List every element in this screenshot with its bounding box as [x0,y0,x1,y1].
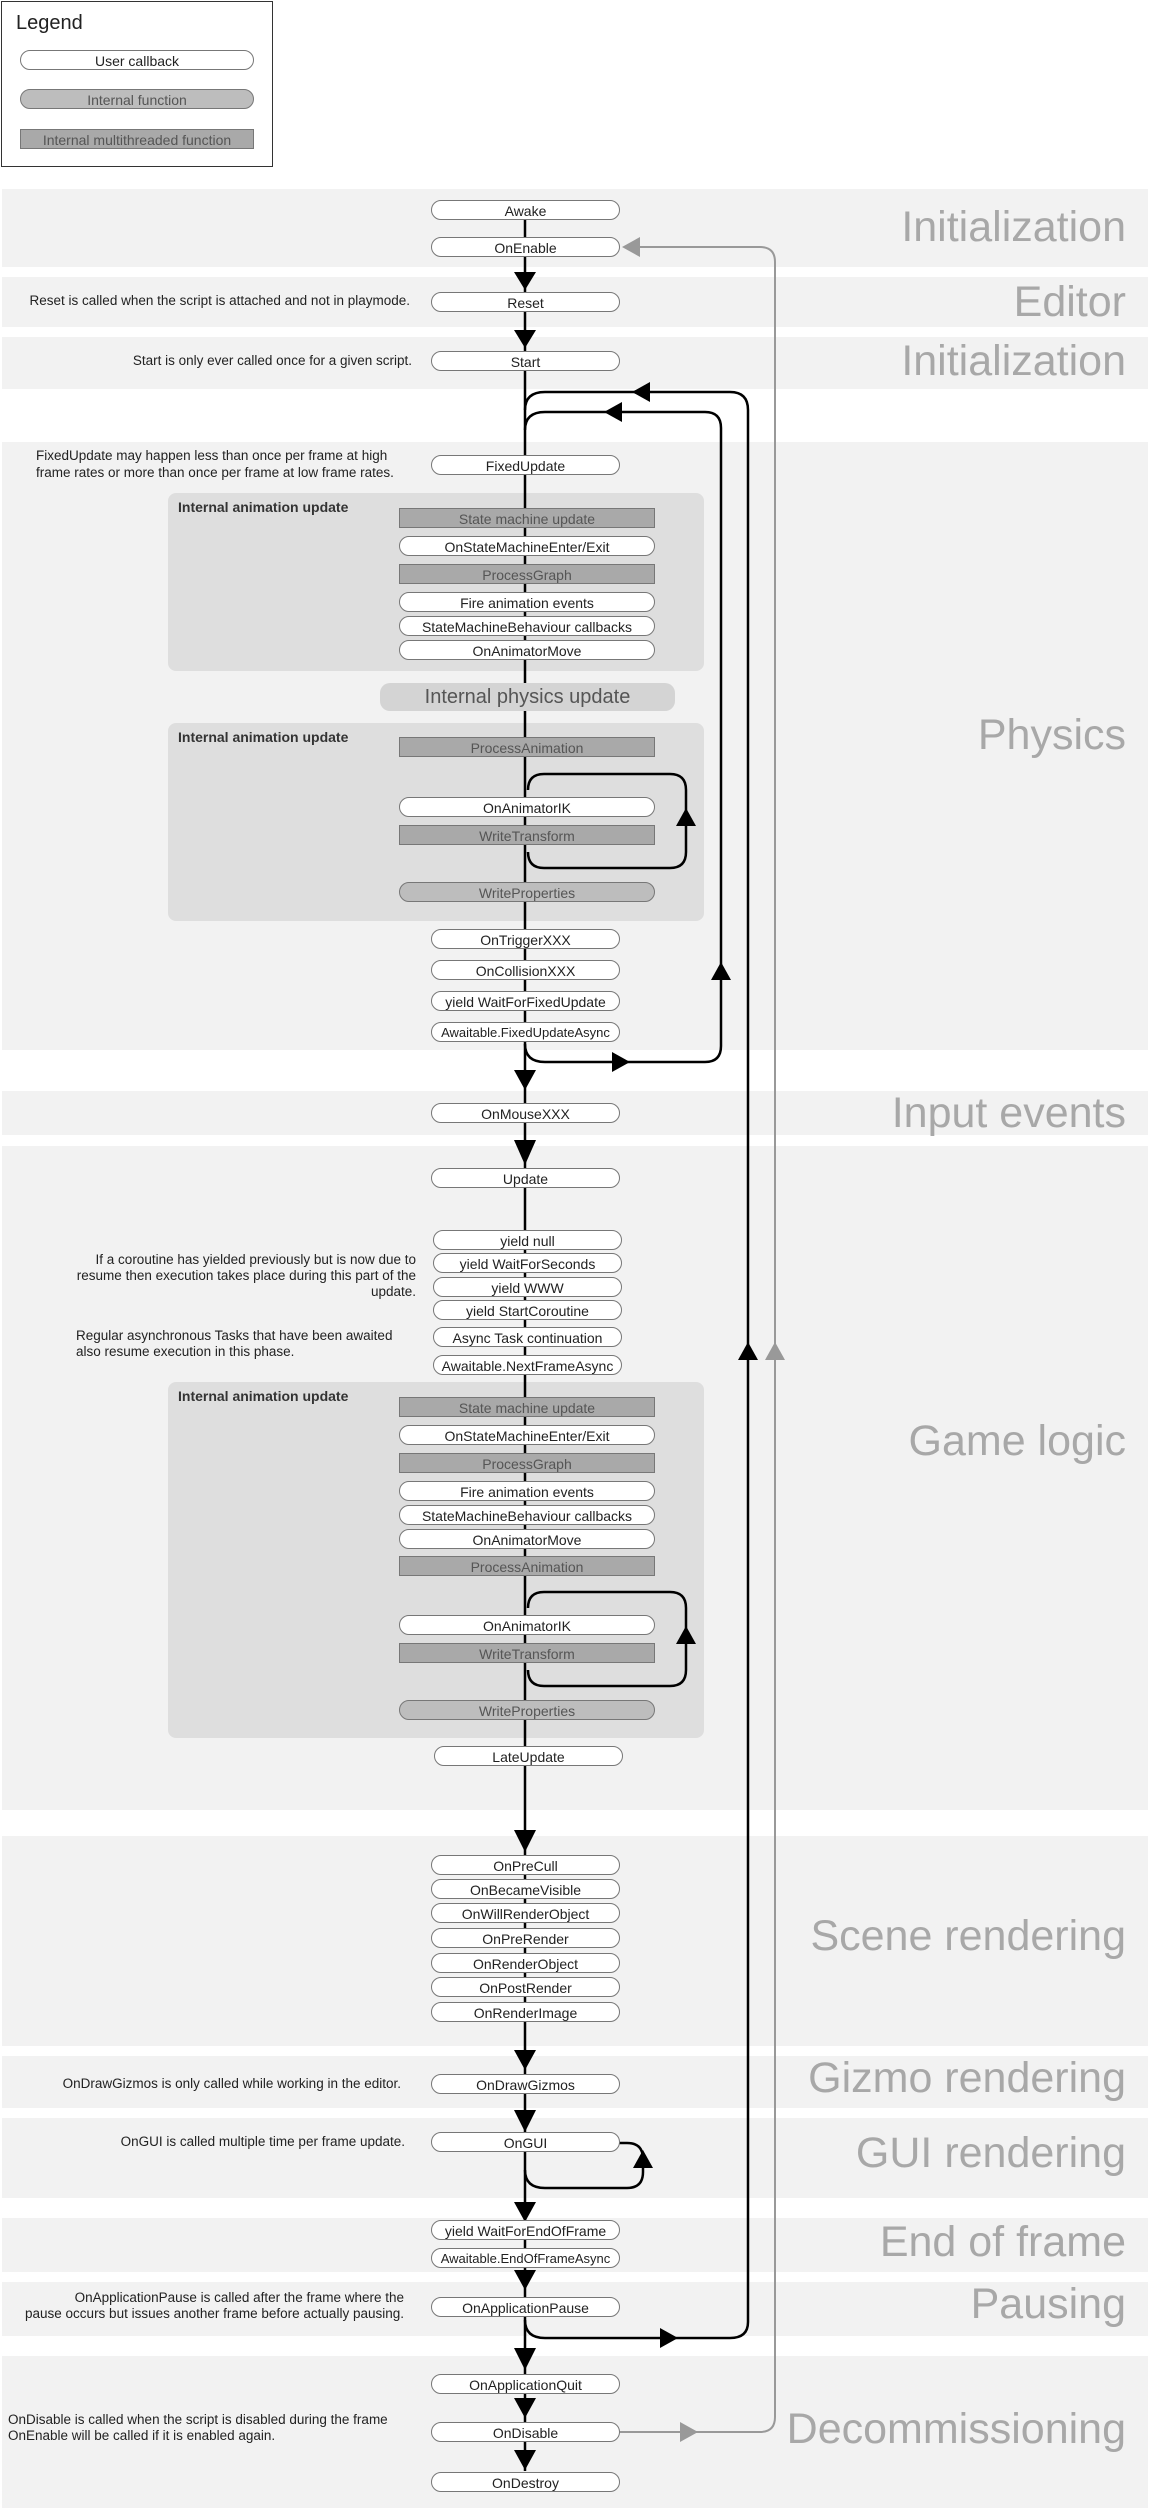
node-write-transform-1: WriteTransform [399,825,655,845]
phase-initialization-1: Initialization [901,203,1126,251]
node-smb-callbacks-1: StateMachineBehaviour callbacks [399,616,655,636]
node-on-application-pause: OnApplicationPause [431,2297,620,2317]
note-coroutine-3: update. [370,1284,416,1299]
node-on-post-render: OnPostRender [431,1977,620,1997]
note-coroutine-2: resume then execution takes place during… [76,1268,416,1283]
phase-scene-rendering: Scene rendering [810,1912,1126,1960]
node-on-collision: OnCollisionXXX [431,960,620,980]
node-state-machine-enter-exit-1: OnStateMachineEnter/Exit [399,536,655,556]
node-process-graph-1: ProcessGraph [399,564,655,584]
note-fixed-update-2: frame rates or more than once per frame … [36,465,394,480]
node-yield-www: yield WWW [433,1277,622,1297]
node-awaitable-end-of-frame: Awaitable.EndOfFrameAsync [431,2248,620,2268]
node-fire-events-1: Fire animation events [399,592,655,612]
node-state-machine-enter-exit-2: OnStateMachineEnter/Exit [399,1425,655,1445]
node-on-pre-render: OnPreRender [431,1928,620,1948]
node-on-animator-ik-1: OnAnimatorIK [399,797,655,817]
phase-input-events: Input events [891,1089,1126,1137]
phase-game-logic: Game logic [908,1417,1126,1465]
node-state-machine-update-2: State machine update [399,1397,655,1417]
node-internal-physics-update: Internal physics update [380,683,675,711]
node-awaitable-next: Awaitable.NextFrameAsync [433,1355,622,1375]
node-late-update: LateUpdate [434,1746,623,1766]
node-fixed-update: FixedUpdate [431,455,620,475]
note-disable-2: OnEnable will be called if it is enabled… [8,2428,276,2443]
legend-user-callback: User callback [20,50,254,70]
note-disable-1: OnDisable is called when the script is d… [8,2412,388,2427]
node-smb-callbacks-2: StateMachineBehaviour callbacks [399,1505,655,1525]
legend-internal-function: Internal function [20,89,254,109]
node-process-graph-2: ProcessGraph [399,1453,655,1473]
band-gui-rendering [2,2118,1148,2198]
node-on-animator-move-1: OnAnimatorMove [399,640,655,660]
node-on-gui: OnGUI [431,2132,620,2152]
node-process-animation-1: ProcessAnimation [399,737,655,757]
note-start: Start is only ever called once for a giv… [132,353,412,368]
anim-panel-title: Internal animation update [178,499,349,515]
node-on-trigger: OnTriggerXXX [431,929,620,949]
phase-decommissioning: Decommissioning [786,2405,1126,2453]
node-awaitable-fixed: Awaitable.FixedUpdateAsync [431,1022,620,1042]
anim-panel-title: Internal animation update [178,729,349,745]
node-on-destroy: OnDestroy [431,2472,620,2492]
note-async-1: Regular asynchronous Tasks that have bee… [76,1328,393,1343]
phase-initialization-2: Initialization [901,337,1126,385]
phase-pausing: Pausing [970,2280,1126,2328]
node-write-transform-2: WriteTransform [399,1643,655,1663]
legend-title: Legend [16,12,83,34]
node-on-application-quit: OnApplicationQuit [431,2374,620,2394]
node-awake: Awake [431,200,620,220]
node-on-will-render-object: OnWillRenderObject [431,1903,620,1923]
node-on-render-object: OnRenderObject [431,1953,620,1973]
node-yield-fixed: yield WaitForFixedUpdate [431,991,620,1011]
node-on-mouse: OnMouseXXX [431,1103,620,1123]
phase-gui-rendering: GUI rendering [855,2129,1126,2177]
note-gizmos: OnDrawGizmos is only called while workin… [62,2076,401,2091]
note-coroutine-1: If a coroutine has yielded previously bu… [95,1252,416,1267]
legend: Legend User callback Internal function I… [1,1,273,167]
legend-internal-multithreaded: Internal multithreaded function [20,129,254,149]
node-write-properties-1: WriteProperties [399,882,655,902]
note-pause-1: OnApplicationPause is called after the f… [74,2290,404,2305]
node-fire-events-2: Fire animation events [399,1481,655,1501]
note-pause-2: pause occurs but issues another frame be… [25,2306,404,2321]
node-yield-null: yield null [433,1230,622,1250]
node-on-pre-cull: OnPreCull [431,1855,620,1875]
note-reset: Reset is called when the script is attac… [29,293,410,308]
phase-gizmo-rendering: Gizmo rendering [808,2054,1126,2102]
phase-physics: Physics [977,711,1126,759]
node-on-render-image: OnRenderImage [431,2002,620,2022]
node-process-animation-2: ProcessAnimation [399,1556,655,1576]
node-on-became-visible: OnBecameVisible [431,1879,620,1899]
phase-end-of-frame: End of frame [879,2218,1126,2266]
node-on-disable: OnDisable [431,2422,620,2442]
node-on-animator-move-2: OnAnimatorMove [399,1529,655,1549]
note-async-2: also resume execution in this phase. [76,1344,295,1359]
node-async-task: Async Task continuation [433,1327,622,1347]
node-update: Update [431,1168,620,1188]
note-gui: OnGUI is called multiple time per frame … [120,2134,405,2149]
phase-editor: Editor [1013,278,1126,326]
node-write-properties-2: WriteProperties [399,1700,655,1720]
node-yield-seconds: yield WaitForSeconds [433,1253,622,1273]
node-state-machine-update-1: State machine update [399,508,655,528]
node-on-animator-ik-2: OnAnimatorIK [399,1615,655,1635]
note-fixed-update-1: FixedUpdate may happen less than once pe… [36,448,388,463]
node-on-draw-gizmos: OnDrawGizmos [431,2074,620,2094]
node-yield-coroutine: yield StartCoroutine [433,1300,622,1320]
node-yield-end-of-frame: yield WaitForEndOfFrame [431,2220,620,2240]
node-reset: Reset [431,292,620,312]
anim-panel-title: Internal animation update [178,1388,349,1404]
node-on-enable: OnEnable [431,237,620,257]
node-start: Start [431,351,620,371]
